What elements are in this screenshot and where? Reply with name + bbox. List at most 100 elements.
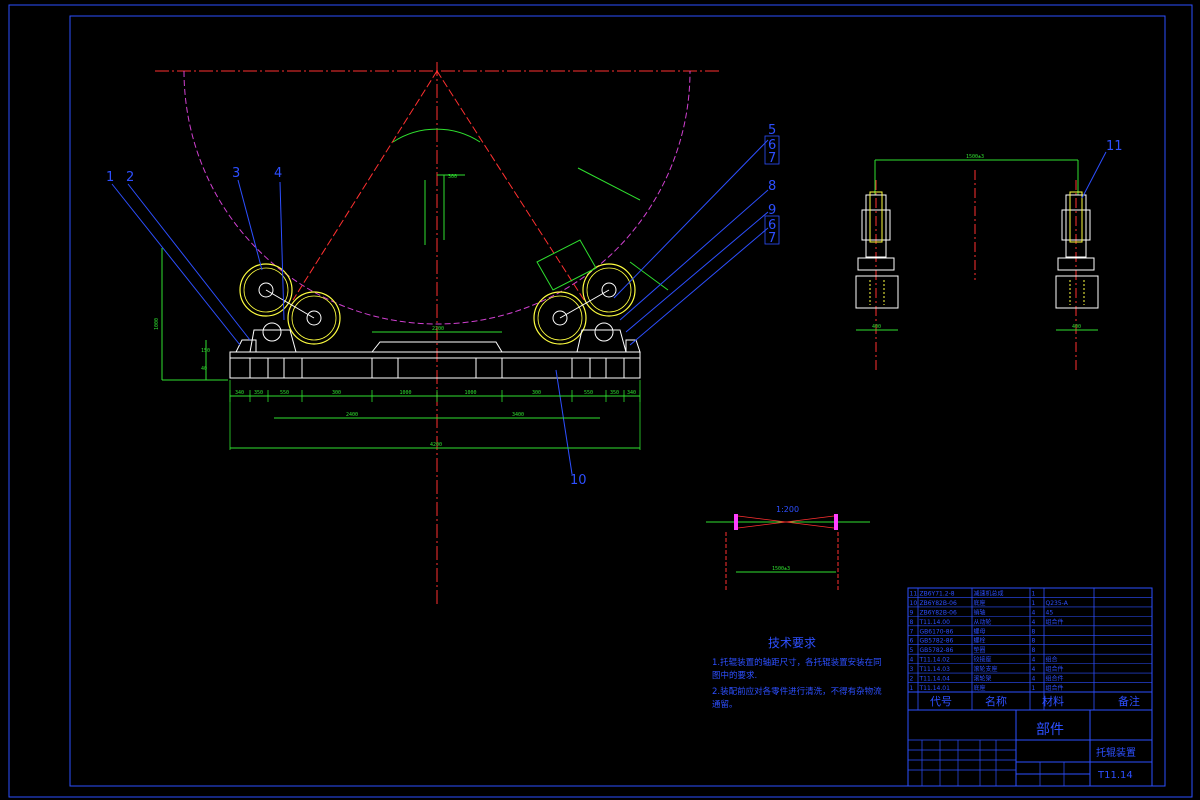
- drawing-name: 托辊装置: [1096, 746, 1136, 759]
- segment-dim-label: 300: [532, 390, 541, 396]
- inner-frame: [69, 15, 1166, 787]
- parts-table-cell: 5: [910, 647, 914, 654]
- part-number-5: 5: [768, 123, 776, 138]
- tech-requirement-2b: 通留。: [712, 699, 738, 710]
- parts-table-cell: 10: [910, 600, 918, 607]
- parts-table-cell: 组合件: [1046, 675, 1064, 683]
- support-angle-line-left: [292, 70, 438, 301]
- signature-grid: [908, 739, 1065, 786]
- parts-table-cell: 8: [910, 619, 914, 626]
- parts-table-cell: GB5782-86: [920, 647, 954, 654]
- parts-table-cell: 滚轮支座: [974, 665, 998, 673]
- parts-table-cell: 螺栓: [974, 637, 986, 645]
- parts-table-cell: 4: [910, 657, 914, 664]
- center-stiffener: [371, 341, 503, 353]
- dim-height-small-1: 150: [201, 348, 210, 354]
- detail-left-block: [734, 514, 738, 530]
- parts-table-cell: 垫圈: [974, 646, 986, 654]
- detail-slope-2: [737, 515, 835, 529]
- header-name: 名称: [985, 694, 1007, 708]
- segment-dim-label: 1000: [400, 390, 412, 396]
- part-number-2: 2: [126, 170, 134, 185]
- left-roller-outer-rim: [243, 267, 289, 313]
- right-roller-dim-box: [536, 239, 597, 291]
- parts-table-cell: ZB6Y71.2-8: [920, 590, 955, 597]
- dim-height: 1000: [154, 318, 160, 330]
- left-end-plate: [235, 339, 257, 353]
- left-roller-inner: [287, 291, 341, 345]
- parts-table-cell: 1: [1032, 590, 1036, 597]
- left-roller-inner-rim: [291, 295, 337, 341]
- right-roller-inner-rim: [537, 295, 583, 341]
- segment-dim-label: 1000: [465, 390, 477, 396]
- part-number-3: 3: [232, 166, 240, 181]
- part-number-box-6b-7b: [764, 215, 780, 245]
- parts-table-cell: 滚轮架: [974, 675, 992, 683]
- right-leaders: [555, 139, 769, 475]
- segment-dim-label: 340: [627, 390, 636, 396]
- parts-table-cell: 底座: [974, 599, 986, 607]
- right-roller-outer: [582, 263, 636, 317]
- dim-side-left-width: 400: [872, 324, 881, 330]
- parts-table-cell: 组合件: [1046, 665, 1064, 673]
- main-front-view: 300: [106, 62, 780, 605]
- parts-table-cell: 6: [910, 638, 914, 645]
- drawing-number: T11.14: [1097, 770, 1133, 781]
- part-number-7: 7: [768, 151, 776, 166]
- parts-table-cell: 组合件: [1046, 684, 1064, 692]
- tech-requirement-1b: 图中的要求.: [712, 670, 757, 681]
- parts-table-cell: GB5782-86: [920, 638, 954, 645]
- right-roller-link: [559, 289, 610, 319]
- header-note: 备注: [1118, 694, 1140, 708]
- side-leader-11: [1081, 151, 1107, 199]
- parts-table-cell: 组合: [1046, 656, 1058, 664]
- segment-dim-label: 340: [235, 390, 244, 396]
- part-number-10: 10: [570, 473, 587, 488]
- part-number-9: 9: [768, 203, 776, 218]
- tech-requirement-2: 2.装配前应对各零件进行清洗，不得有杂物流: [712, 686, 882, 697]
- dim-top: 300: [448, 174, 457, 180]
- parts-table-cell: 8: [1032, 638, 1036, 645]
- side-unit-right: [1055, 180, 1099, 370]
- parts-table-cell: 4: [1032, 676, 1036, 683]
- parts-table-cell: 11: [910, 590, 918, 597]
- segment-dim-label: 350: [254, 390, 263, 396]
- right-roller-outer-hub: [601, 282, 617, 298]
- segment-dim-label: 550: [280, 390, 289, 396]
- parts-table-cell: 销轴: [974, 608, 986, 616]
- parts-table-cell: 3: [910, 666, 914, 673]
- left-roller-link: [265, 289, 315, 319]
- right-roller-outer-rim: [586, 267, 632, 313]
- tech-requirement-1: 1.托辊装置的轴距尺寸，各托辊装置安装在同: [712, 657, 882, 668]
- side-unit-left: [855, 180, 899, 370]
- parts-table-cell: 7: [910, 628, 914, 635]
- tech-requirements-title: 技术要求: [768, 636, 816, 650]
- angle-dim-arc: [392, 128, 481, 143]
- part-number-6: 6: [768, 138, 776, 153]
- right-pivot: [594, 322, 614, 342]
- detail-slope-label: 1:200: [776, 505, 799, 514]
- header-material: 材料: [1042, 694, 1064, 708]
- right-roller-inner: [533, 291, 587, 345]
- parts-table-cell: 1: [910, 685, 914, 692]
- right-roller-dim-line: [629, 261, 669, 291]
- part-label: 部件: [1036, 722, 1064, 738]
- right-end-plate: [625, 339, 641, 353]
- parts-table-cell: 45: [1046, 609, 1054, 616]
- parts-table-cell: 8: [1032, 647, 1036, 654]
- segment-dim-label: 350: [610, 390, 619, 396]
- dim-side-right-width: 400: [1072, 324, 1081, 330]
- parts-table-cell: 螺母: [974, 627, 986, 635]
- parts-table-cell: 组合件: [1046, 618, 1064, 626]
- left-roller-outer-hub: [258, 282, 274, 298]
- parts-table-cell: 4: [1032, 666, 1036, 673]
- part-number-6b: 6: [768, 218, 776, 233]
- parts-table-cell: 2: [910, 676, 914, 683]
- base-frame: [229, 351, 641, 379]
- tech-requirements: 技术要求 1.托辊装置的轴距尺寸，各托辊装置安装在同 图中的要求. 2.装配前应…: [712, 636, 882, 710]
- segment-dim-label: 550: [584, 390, 593, 396]
- parts-table-cell: 4: [1032, 619, 1036, 626]
